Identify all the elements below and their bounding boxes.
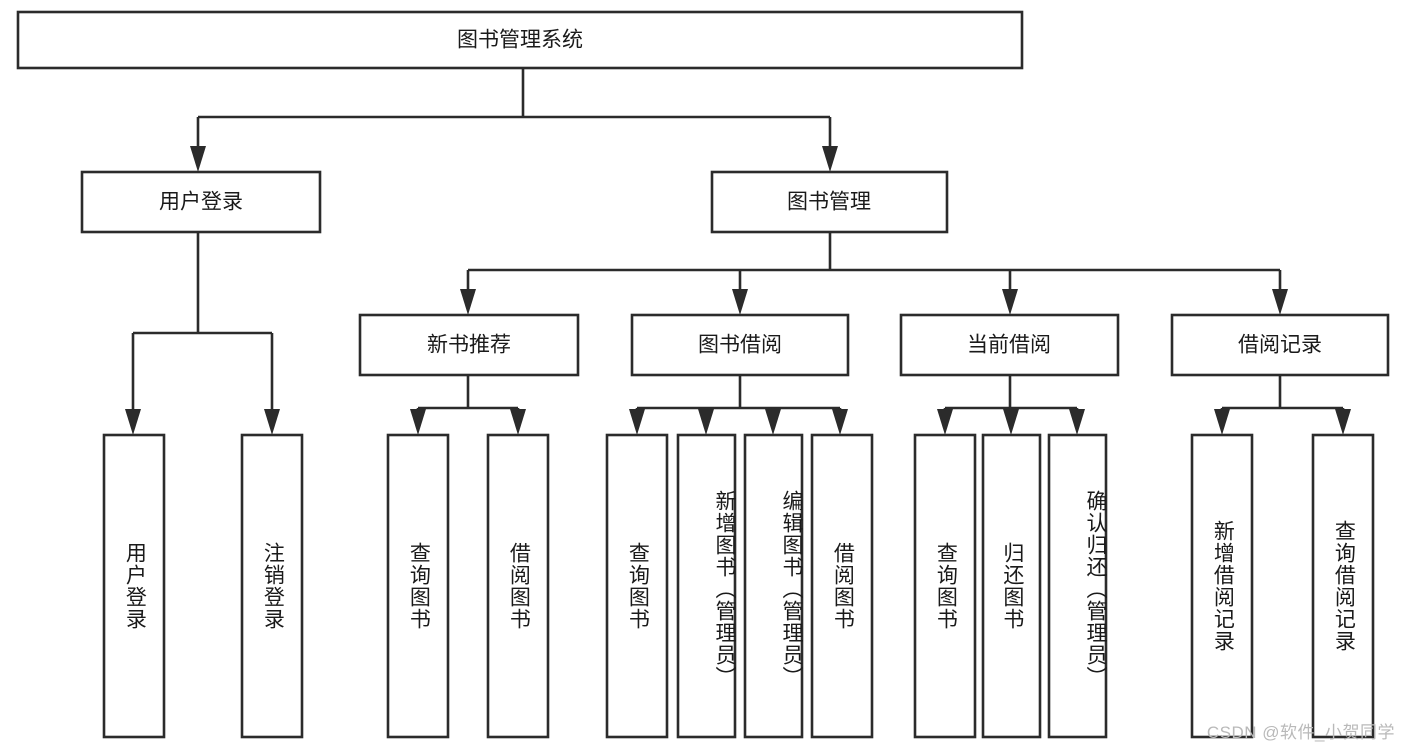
label-new-book-recommend: 新书推荐 [427, 334, 511, 357]
label-current-borrow: 当前借阅 [967, 334, 1051, 357]
arrow-head-leaf-query-book-1 [410, 409, 426, 435]
arrow-head-borrow-record [1272, 289, 1288, 315]
arrow-head-user-login [190, 146, 206, 172]
arrow-head-leaf-user-logout [264, 409, 280, 435]
label-user-login: 用户登录 [159, 191, 243, 214]
arrow-head-leaf-borrow-book-1 [510, 409, 526, 435]
node-box-leaf-query-book-1[interactable] [386, 433, 450, 739]
arrow-head-leaf-borrow-book-2 [832, 409, 848, 435]
label-book-management: 图书管理 [787, 191, 871, 214]
node-box-current-borrow[interactable] [899, 313, 1120, 377]
arrow-head-leaf-return-book [1003, 409, 1019, 435]
arrow-head-leaf-query-book-3 [937, 409, 953, 435]
connector-group-current-borrow [937, 375, 1085, 435]
connector-group-borrow-record [1214, 375, 1351, 435]
connector-group-book-management [460, 232, 1288, 315]
arrow-head-leaf-confirm-return [1069, 409, 1085, 435]
node-box-new-book-recommend[interactable] [358, 313, 580, 377]
node-box-leaf-borrow-book-1[interactable] [486, 433, 550, 739]
node-box-user-login[interactable] [80, 170, 322, 234]
arrow-head-leaf-edit-book [765, 409, 781, 435]
label-root: 图书管理系统 [457, 29, 583, 52]
arrow-head-leaf-add-book [698, 409, 714, 435]
node-box-leaf-edit-book[interactable] [743, 433, 804, 739]
label-book-borrow: 图书借阅 [698, 334, 782, 357]
node-box-leaf-return-book[interactable] [981, 433, 1042, 739]
node-box-group [16, 10, 1390, 739]
arrow-head-leaf-user-login [125, 409, 141, 435]
watermark-text: CSDN @软件_小贺同学 [1206, 723, 1395, 742]
node-box-leaf-query-book-2[interactable] [605, 433, 669, 739]
node-label-group-horizontal: 图书管理系统 用户登录 图书管理 新书推荐 图书借阅 当前借阅 借阅记录 [159, 29, 1322, 357]
node-box-leaf-add-book[interactable] [676, 433, 737, 739]
arrow-head-leaf-query-book-2 [629, 409, 645, 435]
node-box-borrow-record[interactable] [1170, 313, 1390, 377]
arrow-head-book-management [822, 146, 838, 172]
label-borrow-record: 借阅记录 [1238, 334, 1322, 357]
node-box-leaf-user-logout[interactable] [240, 433, 304, 739]
node-box-book-borrow[interactable] [630, 313, 850, 377]
node-box-leaf-borrow-book-2[interactable] [810, 433, 874, 739]
connector-group-user-login [125, 232, 280, 435]
connector-group-new-book-recommend [410, 375, 526, 435]
arrow-head-current-borrow [1002, 289, 1018, 315]
node-box-leaf-query-book-3[interactable] [913, 433, 977, 739]
arrow-head-leaf-add-record [1214, 409, 1230, 435]
connector-group-book-borrow [629, 375, 848, 435]
node-box-leaf-query-record[interactable] [1311, 433, 1375, 739]
connector-group-root [190, 68, 838, 172]
arrow-head-new-book-recommend [460, 289, 476, 315]
arrow-head-book-borrow [732, 289, 748, 315]
node-box-leaf-confirm-return[interactable] [1047, 433, 1108, 739]
node-box-leaf-add-record[interactable] [1190, 433, 1254, 739]
node-box-root[interactable] [16, 10, 1024, 70]
node-box-leaf-user-login[interactable] [102, 433, 166, 739]
node-box-book-management[interactable] [710, 170, 949, 234]
arrow-head-leaf-query-record [1335, 409, 1351, 435]
